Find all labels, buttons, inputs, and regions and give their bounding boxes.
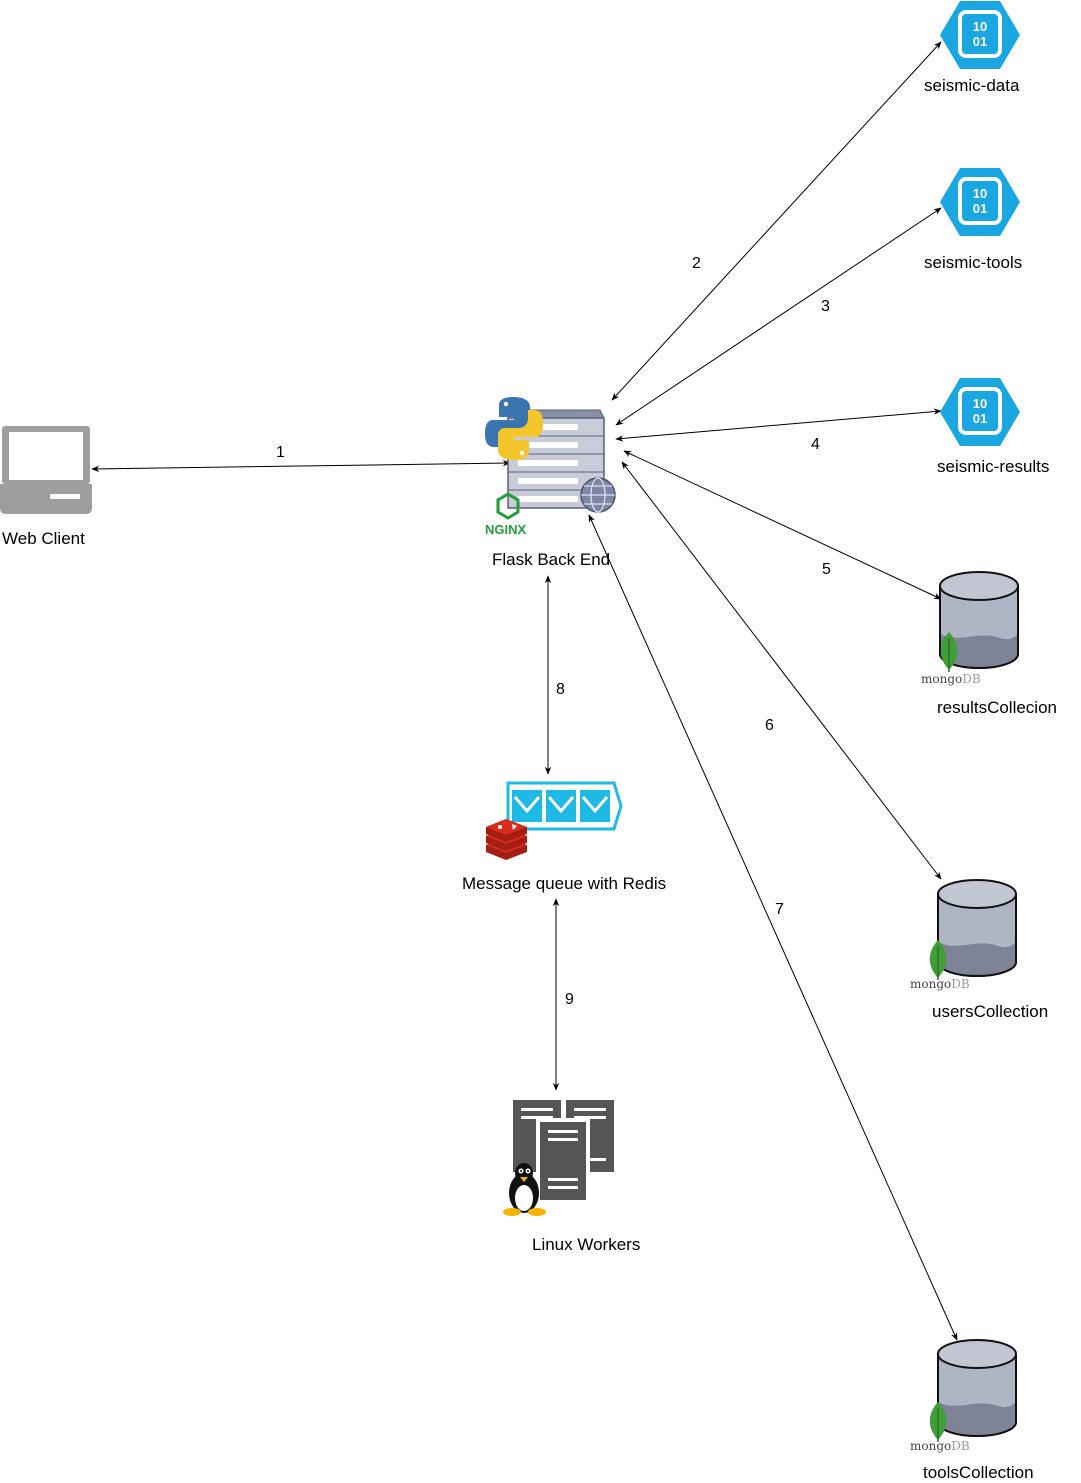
mongodb-wordmark: mongoDB [910,1439,970,1453]
nginx-wordmark: NGINX [485,522,527,537]
edge-5 [623,450,942,600]
edges [91,41,958,1341]
blob-storage-icon: 10 01 [938,166,1022,238]
flask-label: Flask Back End [492,550,610,569]
svg-text:01: 01 [973,411,987,426]
message-queue-icon [506,781,623,831]
svg-text:10: 10 [973,19,987,34]
users-collection-label: usersCollection [932,1002,1048,1021]
svg-text:10: 10 [973,396,987,411]
edge-label-5: 5 [822,561,831,578]
edge-7 [588,514,958,1341]
edge-2 [611,41,942,401]
mongodb-wordmark: mongoDB [910,977,970,991]
python-icon [485,397,543,460]
globe-icon [580,477,616,513]
results-collection-label: resultsCollecion [937,698,1057,717]
edge-label-3: 3 [821,298,830,315]
blob-storage-icon: 10 01 [938,0,1022,71]
edge-label-9: 9 [565,991,574,1008]
edge-labels: 1 2 3 4 5 6 7 8 9 [276,255,831,1008]
seismic-results-label: seismic-results [937,457,1049,476]
web-client-node: Web Client [0,426,92,548]
edge-4 [615,408,942,442]
svg-text:01: 01 [973,201,987,216]
laptop-icon [0,426,92,514]
workers-label: Linux Workers [532,1235,640,1254]
seismic-tools-label: seismic-tools [924,253,1022,272]
seismic-results-node: 10 01 seismic-results [937,376,1049,476]
flask-node: NGINX Flask Back End [485,397,616,569]
results-collection-node: mongoDB resultsCollecion [921,571,1057,717]
seismic-data-label: seismic-data [924,76,1020,95]
tools-collection-label: toolsCollection [923,1463,1034,1482]
blob-storage-icon: 10 01 [938,376,1022,448]
mongodb-wordmark: mongoDB [921,672,981,686]
server-cluster-icon [513,1100,614,1200]
edge-label-6: 6 [765,717,774,734]
edge-label-1: 1 [276,444,285,461]
nginx-icon: NGINX [485,492,527,537]
seismic-data-node: 10 01 seismic-data [924,0,1022,95]
users-collection-node: mongoDB usersCollection [910,879,1048,1021]
edge-label-8: 8 [556,681,565,698]
database-cylinder-icon [937,879,1017,977]
svg-text:01: 01 [973,34,987,49]
database-cylinder-icon [937,1339,1017,1437]
queue-node: Message queue with Redis [462,781,666,893]
edge-label-4: 4 [811,436,820,453]
edge-label-2: 2 [692,255,701,272]
edge-1 [91,459,511,473]
workers-node: Linux Workers [503,1100,640,1254]
redis-icon [486,819,527,860]
tools-collection-node: mongoDB toolsCollection [910,1339,1034,1482]
web-client-label: Web Client [2,529,85,548]
edge-3 [615,207,942,426]
seismic-tools-node: 10 01 seismic-tools [924,166,1022,272]
edge-label-7: 7 [775,901,784,918]
queue-label: Message queue with Redis [462,874,666,893]
tux-penguin-icon [503,1163,546,1216]
svg-text:10: 10 [973,186,987,201]
